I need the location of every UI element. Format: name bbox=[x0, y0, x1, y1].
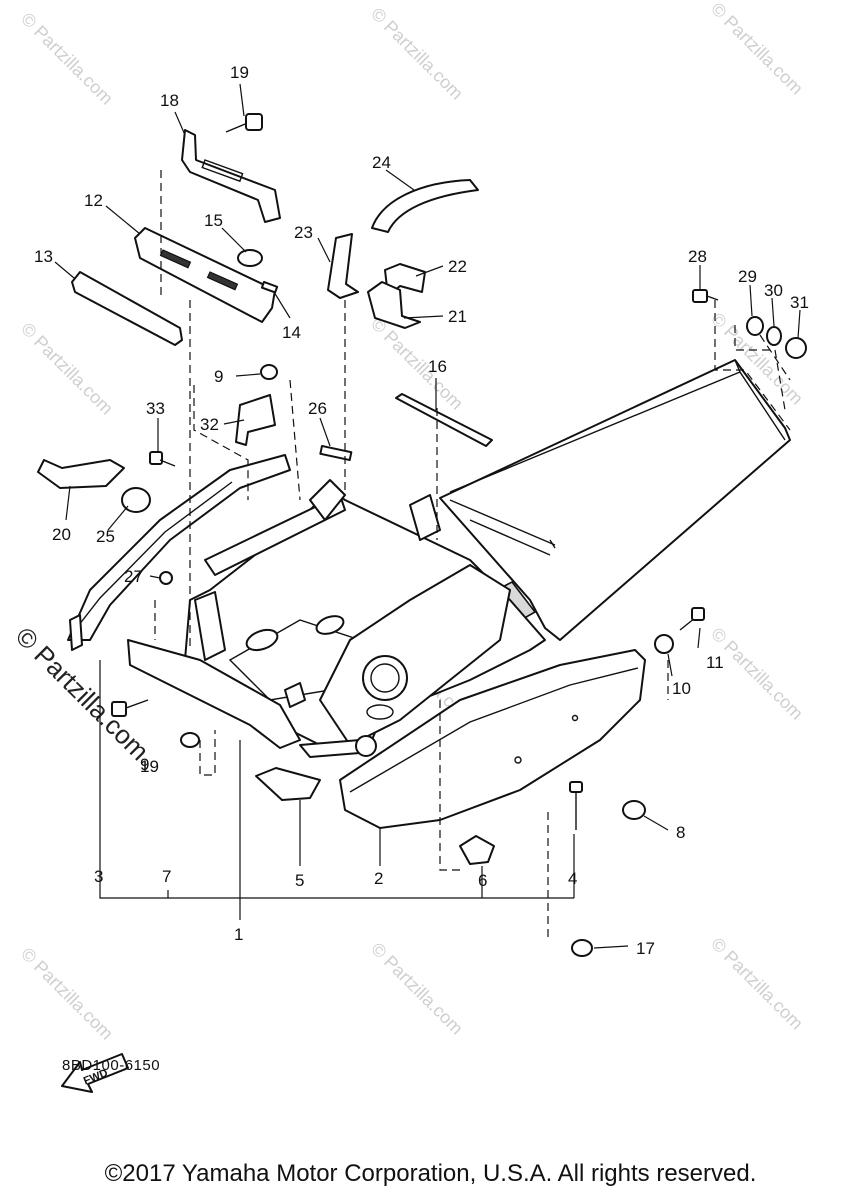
callout-2: 2 bbox=[374, 869, 383, 888]
callout-24: 24 bbox=[372, 153, 391, 172]
callout-30: 30 bbox=[764, 281, 783, 300]
callout-33: 33 bbox=[146, 399, 165, 418]
bulkhead-plate bbox=[319, 564, 511, 746]
watermark: © Partzilla.com bbox=[17, 944, 117, 1044]
callout-9-lower: 9 bbox=[140, 755, 149, 774]
part-30-washer bbox=[766, 326, 782, 346]
leader-lines bbox=[54, 83, 801, 949]
part-27-plug bbox=[159, 571, 173, 585]
callout-9-upper: 9 bbox=[214, 367, 223, 386]
watermark: © Partzilla.com bbox=[17, 9, 117, 109]
callout-13: 13 bbox=[34, 247, 53, 266]
callout-3: 3 bbox=[94, 867, 103, 886]
callout-27: 27 bbox=[124, 567, 143, 586]
front-bumper bbox=[67, 454, 291, 641]
callouts: 1 2 3 4 5 6 7 8 9 9 10 11 12 13 14 15 16… bbox=[34, 63, 809, 958]
callout-19-top: 19 bbox=[230, 63, 249, 82]
part-24-grip bbox=[371, 179, 479, 233]
callout-16: 16 bbox=[428, 357, 447, 376]
frame-oval-opening-2 bbox=[315, 615, 345, 635]
part-21-block bbox=[367, 281, 421, 329]
side-panel bbox=[339, 649, 646, 829]
group-bracket bbox=[99, 660, 575, 920]
callout-10: 10 bbox=[672, 679, 691, 698]
part-10-grommet bbox=[654, 634, 674, 654]
watermark: © Partzilla.com bbox=[367, 314, 467, 414]
callout-17: 17 bbox=[636, 939, 655, 958]
callout-23: 23 bbox=[294, 223, 313, 242]
frame-oval-opening bbox=[245, 628, 279, 652]
part-4-pin bbox=[569, 781, 583, 830]
watermark: © Partzilla.com bbox=[17, 319, 117, 419]
callout-19-lower: 19 bbox=[140, 757, 159, 776]
fwd-arrow-icon: FWD bbox=[61, 1053, 129, 1093]
callout-15: 15 bbox=[204, 211, 223, 230]
part-8-plug bbox=[622, 800, 646, 820]
callout-26: 26 bbox=[308, 399, 327, 418]
callout-6: 6 bbox=[478, 871, 487, 890]
watermark: © Partzilla.com bbox=[707, 624, 807, 724]
callout-8: 8 bbox=[676, 823, 685, 842]
copyright-notice: ©2017 Yamaha Motor Corporation, U.S.A. A… bbox=[104, 1160, 757, 1187]
callout-7: 7 bbox=[162, 867, 171, 886]
part-28-bolt bbox=[692, 289, 708, 303]
watermark: © Partzilla.com bbox=[367, 4, 467, 104]
watermark: © Partzilla.com bbox=[707, 934, 807, 1034]
callout-32: 32 bbox=[200, 415, 219, 434]
part-19-bolt bbox=[225, 113, 263, 133]
callout-1: 1 bbox=[234, 925, 243, 944]
callout-28: 28 bbox=[688, 247, 707, 266]
callout-29: 29 bbox=[738, 267, 757, 286]
part-9-bolt-lower bbox=[111, 699, 149, 717]
steering-post bbox=[204, 494, 346, 576]
part-12-plate bbox=[134, 227, 276, 323]
part-29-washer bbox=[746, 316, 764, 336]
assembly-lines bbox=[154, 170, 791, 940]
callout-12: 12 bbox=[84, 191, 103, 210]
part-5-bracket bbox=[255, 767, 321, 801]
part-25-grommet bbox=[121, 487, 151, 513]
callout-14: 14 bbox=[282, 323, 301, 342]
callout-25: 25 bbox=[96, 527, 115, 546]
frame-assembly bbox=[67, 359, 791, 758]
diagram-code: 8BD100-6150 bbox=[62, 1057, 161, 1074]
callout-18: 18 bbox=[160, 91, 179, 110]
part-11-screw bbox=[679, 607, 705, 631]
drive-shaft-hole bbox=[362, 655, 408, 701]
part-32-bracket bbox=[235, 394, 276, 446]
callout-21: 21 bbox=[448, 307, 467, 326]
callout-4: 4 bbox=[568, 869, 577, 888]
front-lower-rail bbox=[127, 639, 301, 749]
callout-31: 31 bbox=[790, 293, 809, 312]
part-23-strip bbox=[327, 233, 359, 299]
part-31-nut bbox=[785, 337, 807, 359]
callout-11: 11 bbox=[706, 653, 724, 672]
part-33-bolt bbox=[149, 451, 176, 467]
part-16-strip bbox=[395, 393, 493, 447]
rear-tunnel bbox=[439, 359, 791, 641]
part-20-pad bbox=[37, 459, 125, 489]
part-9-grommet bbox=[260, 364, 278, 380]
callout-22: 22 bbox=[448, 257, 467, 276]
part-13-bar bbox=[71, 271, 183, 346]
part-7-plug bbox=[180, 732, 200, 748]
part-14-pad bbox=[260, 281, 279, 294]
part-17-plug bbox=[571, 939, 593, 957]
part-26-pad bbox=[319, 444, 353, 462]
part-18-bracket bbox=[181, 129, 281, 223]
part-15-grommet bbox=[237, 249, 263, 267]
callout-20: 20 bbox=[52, 525, 71, 544]
callout-5: 5 bbox=[295, 871, 304, 890]
watermark: © Partzilla.com bbox=[707, 0, 807, 99]
watermark: © Partzilla.com bbox=[367, 939, 467, 1039]
part-6-clip bbox=[459, 835, 495, 865]
